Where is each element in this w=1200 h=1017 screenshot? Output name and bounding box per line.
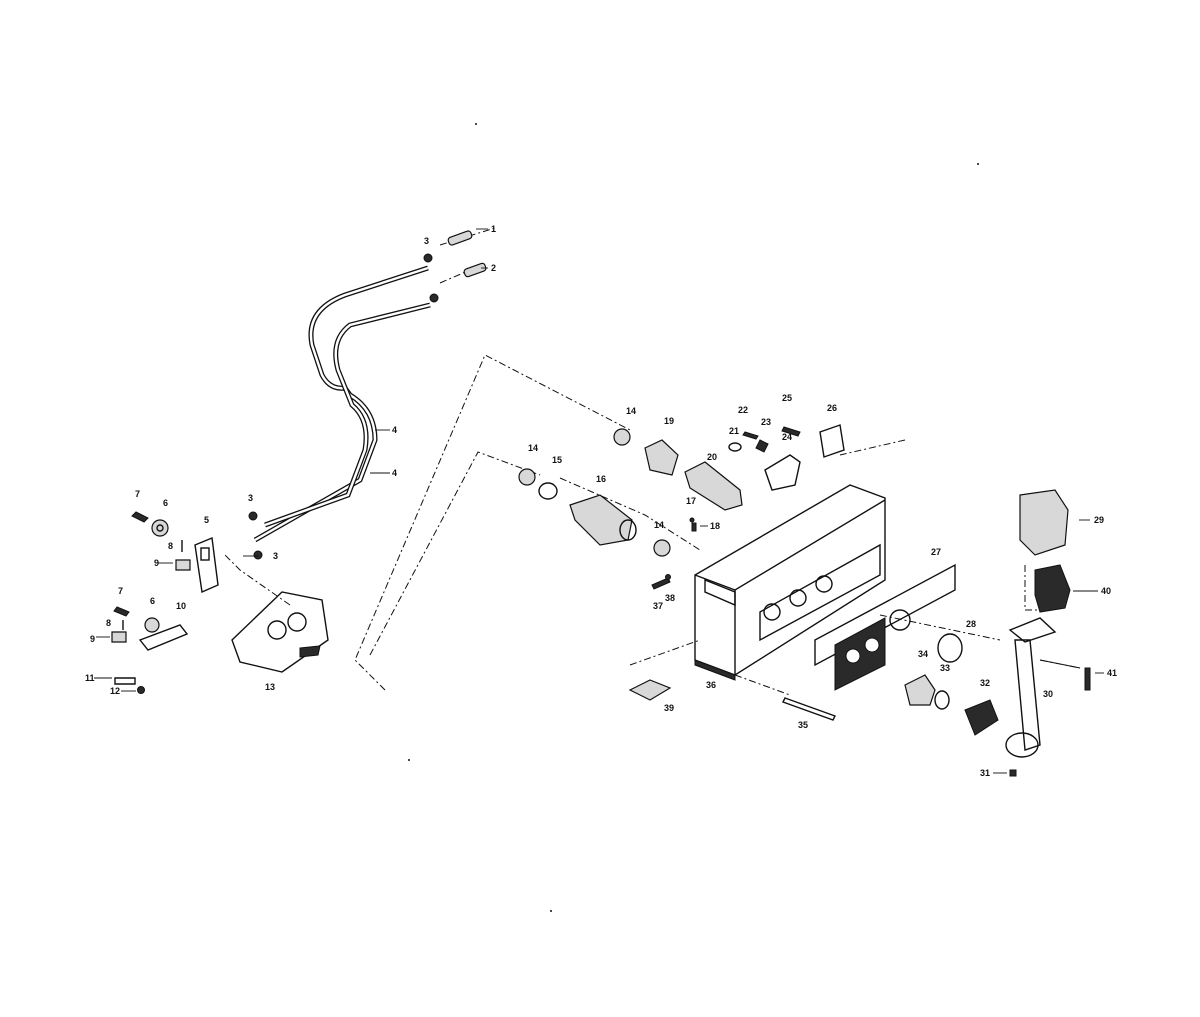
nut-icon [518, 468, 536, 486]
callout-14: 14 [654, 520, 664, 530]
callout-16: 16 [596, 474, 606, 484]
callout-labels: 1 2 3 3 3 4 4 5 6 6 7 7 8 8 9 9 10 11 12… [85, 224, 1117, 778]
callout-5: 5 [204, 515, 209, 525]
long-screw-icon [782, 697, 836, 721]
callout-25: 25 [782, 393, 792, 403]
lock-nut-icon [248, 511, 258, 521]
callout-6: 6 [163, 498, 168, 508]
callout-19: 19 [664, 416, 674, 426]
nut-icon [137, 686, 145, 694]
stud-icon [175, 559, 191, 571]
coupler-icon [644, 439, 679, 476]
callout-6: 6 [150, 596, 155, 606]
callout-23: 23 [761, 417, 771, 427]
callout-14: 14 [528, 443, 538, 453]
callout-7: 7 [118, 586, 123, 596]
knob-insert-icon [904, 674, 936, 706]
screw-icon [1084, 667, 1091, 691]
callout-3: 3 [248, 493, 253, 503]
knob-cap-icon [937, 633, 963, 663]
screw-icon [131, 511, 149, 523]
center-shaft-parts [518, 428, 743, 590]
callout-7: 7 [135, 489, 140, 499]
scan-specks [408, 123, 979, 912]
callout-9: 9 [90, 634, 95, 644]
callout-36: 36 [706, 680, 716, 690]
callout-34: 34 [918, 649, 928, 659]
callout-8: 8 [106, 618, 111, 628]
callout-39: 39 [664, 703, 674, 713]
callout-40: 40 [1101, 586, 1111, 596]
o-ring-icon [538, 482, 558, 500]
callout-15: 15 [552, 455, 562, 465]
cable-end-pins [447, 230, 487, 278]
callout-10: 10 [176, 601, 186, 611]
callout-4: 4 [392, 425, 397, 435]
lever-arm-icon [138, 624, 189, 651]
callout-18: 18 [710, 521, 720, 531]
callout-21: 21 [729, 426, 739, 436]
callout-12: 12 [110, 686, 120, 696]
callout-1: 1 [491, 224, 496, 234]
callout-20: 20 [707, 452, 717, 462]
callout-3: 3 [424, 236, 429, 246]
plate-icon [819, 424, 845, 458]
cable-housing-cover-icon [231, 591, 329, 673]
callout-30: 30 [1043, 689, 1053, 699]
clip-icon [628, 679, 672, 701]
plunger-icon [684, 461, 743, 511]
face-plate-icon [814, 563, 956, 667]
switch-parts [728, 424, 845, 491]
callout-35: 35 [798, 720, 808, 730]
lock-nut-icon [423, 253, 433, 263]
mounting-bracket-icon [194, 537, 219, 594]
callout-8: 8 [168, 541, 173, 551]
cable-pin-icon [463, 262, 487, 278]
cable-pin-icon [447, 230, 473, 246]
spring-icon [651, 577, 671, 590]
callout-24: 24 [782, 432, 792, 442]
callout-11: 11 [85, 673, 95, 683]
switch-module-icon [1034, 564, 1071, 613]
callout-37: 37 [653, 601, 663, 611]
callout-4: 4 [392, 468, 397, 478]
handle-hub-icon [964, 699, 999, 736]
callout-31: 31 [980, 768, 990, 778]
stud-icon [111, 631, 127, 643]
callout-2: 2 [491, 263, 496, 273]
control-handle-icon [1014, 639, 1041, 751]
callout-22: 22 [738, 405, 748, 415]
callout-41: 41 [1107, 668, 1117, 678]
callout-28: 28 [966, 619, 976, 629]
callout-13: 13 [265, 682, 275, 692]
callout-26: 26 [827, 403, 837, 413]
leader-lines [94, 228, 1104, 774]
callout-33: 33 [940, 663, 950, 673]
callout-38: 38 [665, 593, 675, 603]
callout-17: 17 [686, 496, 696, 506]
handle-cover-icon [1019, 489, 1069, 556]
callout-29: 29 [1094, 515, 1104, 525]
bolt-icon [114, 677, 136, 685]
lock-nut-icon [429, 293, 439, 303]
control-cables [248, 253, 439, 560]
callout-32: 32 [980, 678, 990, 688]
callout-9: 9 [154, 558, 159, 568]
switch-bracket-icon [764, 454, 801, 491]
left-linkage-parts [111, 511, 329, 694]
screw-icon [113, 606, 130, 617]
face-plate-parts [814, 563, 999, 736]
nut-icon [653, 539, 671, 557]
nut-icon [613, 428, 631, 446]
callout-3: 3 [273, 551, 278, 561]
misc-hardware [628, 679, 836, 721]
callout-14: 14 [626, 406, 636, 416]
washer-icon [144, 617, 160, 633]
control-box-housing [694, 484, 886, 681]
handle-assembly [1005, 489, 1091, 777]
callout-27: 27 [931, 547, 941, 557]
lock-nut-icon [253, 550, 263, 560]
washer-icon [151, 519, 169, 537]
